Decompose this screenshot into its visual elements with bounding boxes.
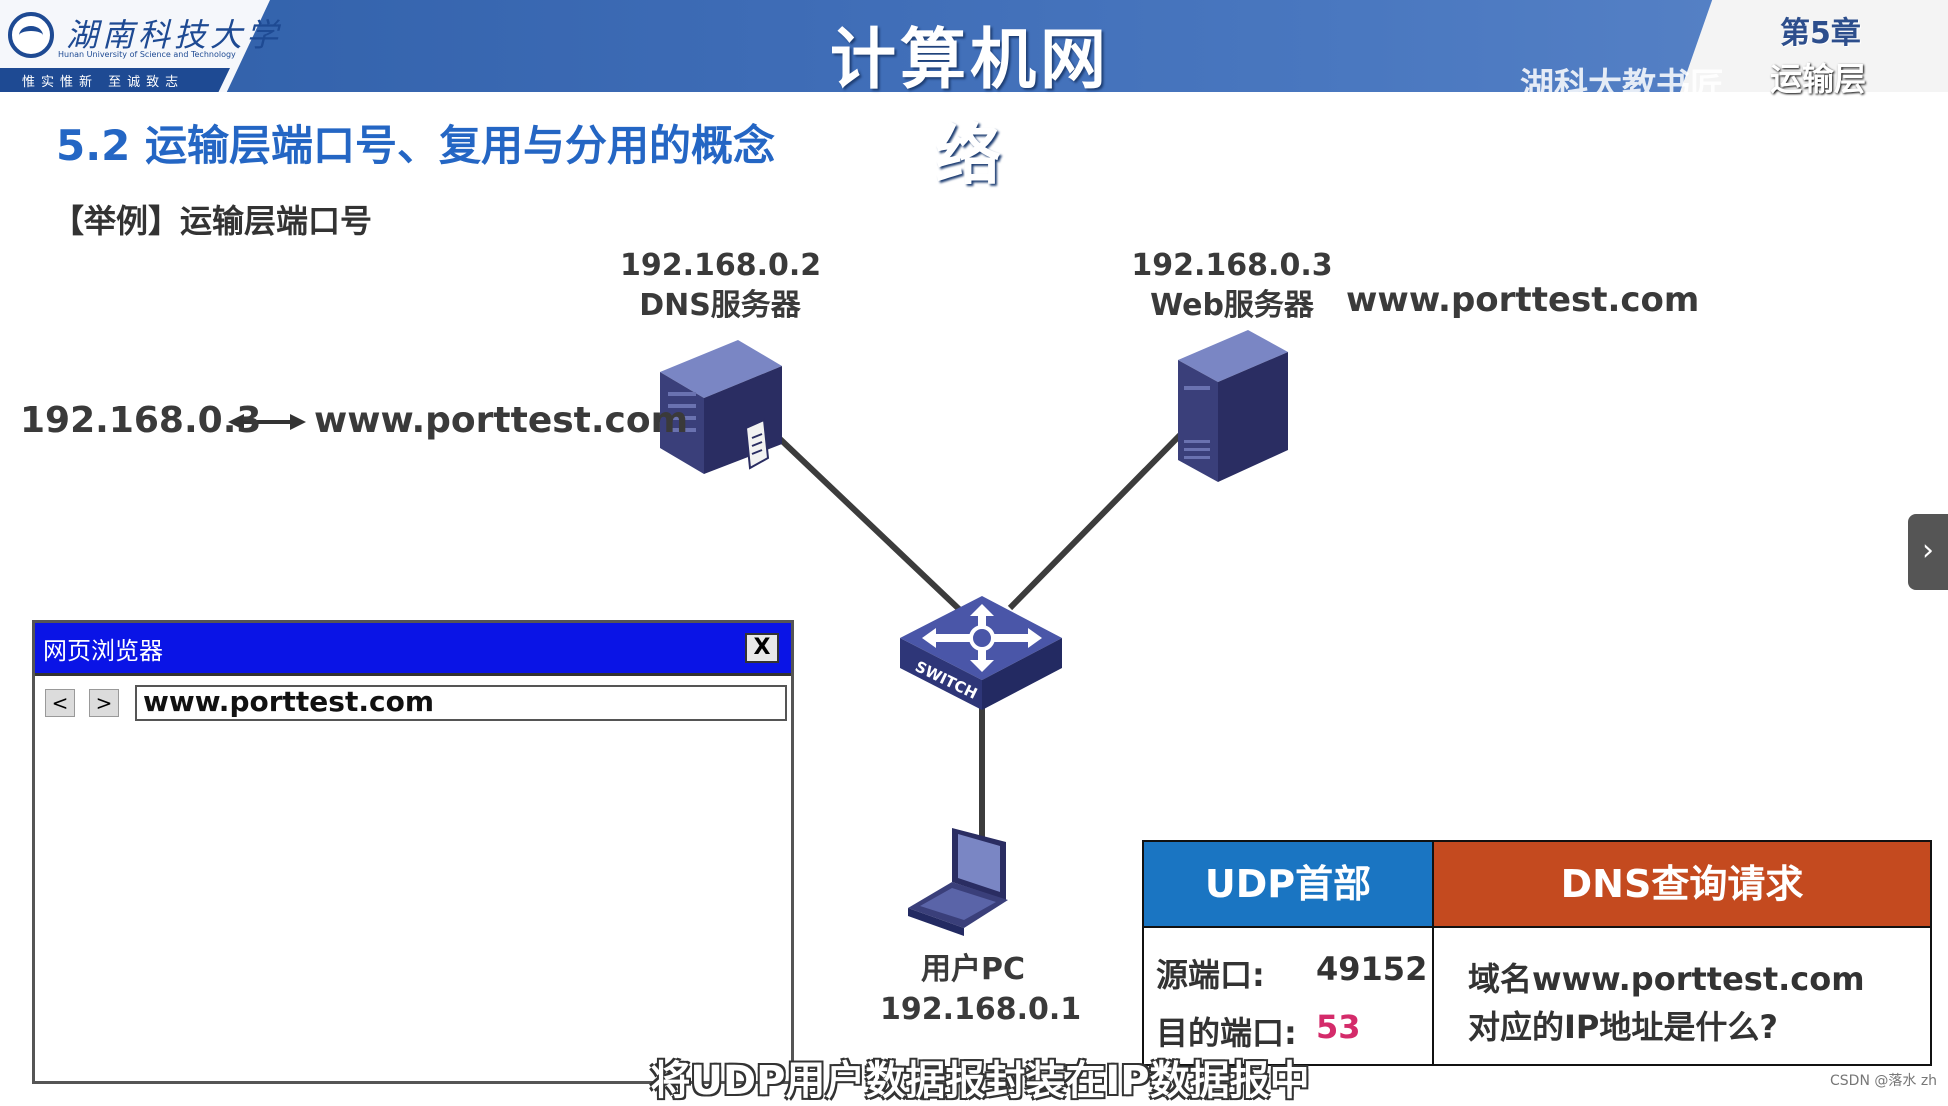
browser-window: 网页浏览器 X < > www.porttest.com [32, 620, 794, 1084]
network-switch-icon: SWITCH [900, 596, 1062, 710]
web-server-ip: 192.168.0.3 [1130, 246, 1334, 286]
dst-port-value: 53 [1316, 1008, 1361, 1046]
web-server-domain: www.porttest.com [1346, 280, 1699, 320]
dns-record-ip: 192.168.0.3 [20, 400, 261, 441]
user-laptop-icon [908, 828, 1008, 936]
dns-server-ip: 192.168.0.2 [620, 246, 820, 286]
src-port-value: 49152 [1316, 950, 1427, 988]
link-web-switch [1010, 430, 1185, 608]
browser-titlebar: 网页浏览器 X [35, 623, 791, 676]
web-server-icon [1178, 330, 1288, 482]
back-button[interactable]: < [45, 689, 75, 717]
dns-query-line-2: 对应的IP地址是什么? [1468, 1002, 1778, 1048]
link-dns-switch [760, 420, 960, 610]
source-credit: CSDN @落水 zh [1830, 1070, 1937, 1090]
video-subtitle: 将UDP用户数据报封装在IP数据报中 [560, 1048, 1400, 1106]
browser-title: 网页浏览器 [43, 631, 163, 666]
forward-button[interactable]: > [89, 689, 119, 717]
src-port-label: 源端口: [1156, 950, 1265, 996]
web-server-name: Web服务器 [1130, 286, 1334, 326]
user-pc-ip: 192.168.0.1 [880, 990, 1066, 1030]
dns-query-label: DNS查询请求 [1434, 840, 1932, 928]
next-slide-button[interactable]: › [1908, 514, 1948, 590]
packet-structure: UDP首部 DNS查询请求 源端口: 49152 目的端口: 53 域名www.… [1142, 840, 1932, 1066]
dns-record-domain: www.porttest.com [314, 400, 688, 441]
udp-header-label: UDP首部 [1142, 840, 1434, 928]
address-bar[interactable]: www.porttest.com [135, 685, 787, 721]
dns-query-line-1: 域名www.porttest.com [1468, 954, 1865, 1000]
user-pc-name: 用户PC [880, 950, 1066, 990]
dns-server-name: DNS服务器 [620, 286, 820, 326]
close-button[interactable]: X [745, 633, 779, 663]
